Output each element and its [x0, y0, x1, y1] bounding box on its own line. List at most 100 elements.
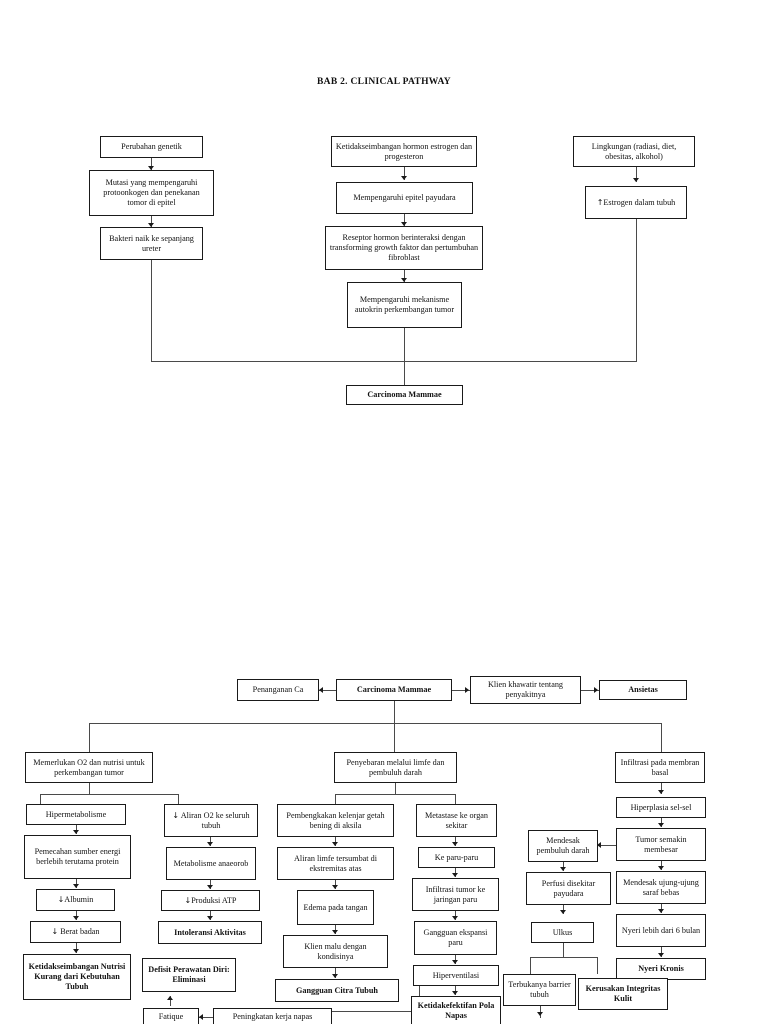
- down-arrow-icon: ↓: [51, 927, 59, 936]
- arrowhead-f5-f6: [452, 991, 458, 995]
- node-infiltrasi-tumor-paru: Infiltrasi tumor ke jaringan paru: [412, 878, 499, 911]
- arrowhead-c1-c2: [207, 842, 213, 846]
- arrowhead-e2-e3: [148, 223, 154, 227]
- branch-drop-b1: [89, 723, 90, 752]
- node-memerlukan-o2-nutrisi: Memerlukan O2 dan nutrisi untuk perkemba…: [25, 752, 153, 783]
- arrowhead-f2-f3: [452, 873, 458, 877]
- node-terbukanya-barrier-tubuh: Terbukanya barrier tubuh: [503, 974, 576, 1006]
- edge-e5-e6: [404, 214, 405, 226]
- edge-e8-e9: [636, 167, 637, 182]
- arrowhead-p2-p3: [594, 687, 598, 693]
- edge-p0-p1: [319, 690, 336, 691]
- node-perubahan-genetik: Perubahan genetik: [100, 136, 203, 158]
- node-hipermetabolisme: Hipermetabolisme: [26, 804, 126, 825]
- edge-p2-p3: [581, 690, 599, 691]
- node-infiltrasi-membran-basal: Infiltrasi pada membran basal: [615, 752, 705, 783]
- down-arrow-icon: ↓: [184, 895, 192, 905]
- arrowhead-d4-d5: [332, 974, 338, 978]
- node-berat-badan: ↓ Berat badan: [30, 921, 121, 943]
- node-hiperplasia-sel-sel: Hiperplasia sel-sel: [616, 797, 706, 818]
- node-fatique: Fatique: [143, 1008, 199, 1024]
- edge-g2-g3: [661, 861, 662, 870]
- branch-drop-c1: [178, 794, 179, 804]
- arrowhead-h4-down: [537, 1012, 543, 1016]
- arrowhead-a3-a4: [73, 916, 79, 920]
- edge-f5-f6: [455, 986, 456, 995]
- edge-h1-h2: [563, 862, 564, 871]
- arrowhead-a4-a5: [73, 949, 79, 953]
- node-ansietas: Ansietas: [599, 680, 687, 700]
- node-gangguan-ekspansi-paru: Gangguan ekspansi paru: [414, 921, 497, 955]
- edge-a2-a3: [76, 879, 77, 888]
- edge-g3-g4: [661, 904, 662, 913]
- node-perfusi-disekitar-payudara: Perfusi disekitar payudara: [526, 872, 611, 905]
- edge-g1-g2: [661, 818, 662, 827]
- edge-f3-f4: [455, 911, 456, 920]
- node-mutasi-protoonkogen: Mutasi yang mempengaruhi protoonkogen da…: [89, 170, 214, 216]
- node-metastase-organ-sekitar: Metastase ke organ sekitar: [416, 804, 497, 837]
- node-metabolisme-anaeorob: Metabolisme anaeorob: [166, 847, 256, 880]
- edge-e6-e7: [404, 270, 405, 282]
- arrowhead-h2-h3: [560, 910, 566, 914]
- node-klien-malu: Klien malu dengan kondisinya: [283, 935, 388, 968]
- edge-d3-d4: [335, 925, 336, 934]
- branch-bar-b2: [335, 794, 455, 795]
- edge-c7-c6: [199, 1017, 213, 1018]
- node-hiperventilasi: Hiperventilasi: [413, 965, 499, 986]
- node-mendesak-ujung-saraf: Mendesak ujung-ujung saraf bebas: [616, 871, 706, 904]
- edge-b3-g1: [661, 783, 662, 794]
- node-defisit-perawatan-diri: Defisit Perawatan Diri: Eliminasi: [142, 958, 236, 992]
- arrowhead-a1-a2: [73, 830, 79, 834]
- arrowhead-c2-c3: [207, 885, 213, 889]
- edge-c2-c3: [210, 880, 211, 889]
- edge-d2-d3: [335, 880, 336, 889]
- node-nyeri-kronis: Nyeri Kronis: [616, 958, 706, 980]
- arrowhead-d3-d4: [332, 930, 338, 934]
- arrowhead-c7-c6: [199, 1014, 203, 1020]
- arrowhead-c3-c4: [207, 916, 213, 920]
- node-pemecahan-sumber-energi: Pemecahan sumber energi berlebih terutam…: [24, 835, 131, 879]
- merge-line-right-down: [636, 219, 637, 361]
- node-peningkatan-kerja-napas: Peningkatan kerja napas: [213, 1008, 332, 1024]
- page-title: BAB 2. CLINICAL PATHWAY: [317, 77, 451, 87]
- node-produksi-atp: ↓Produksi ATP: [161, 890, 260, 911]
- branch-stem-main: [394, 701, 396, 752]
- arrowhead-g1-g2: [658, 823, 664, 827]
- arrowhead-a2-a3: [73, 884, 79, 888]
- arrowhead-d2-d3: [332, 885, 338, 889]
- node-gangguan-citra-tubuh: Gangguan Citra Tubuh: [275, 979, 399, 1002]
- branch-bar-h3: [530, 957, 597, 958]
- edge-g4-g5: [661, 947, 662, 957]
- node-carcinoma-mammae-bottom: Carcinoma Mammae: [336, 679, 452, 701]
- arrowhead-f1-f2: [452, 842, 458, 846]
- edge-f5-c7-v: [419, 968, 420, 1011]
- node-aliran-limfe-tersumbat: Aliran limfe tersumbat di ekstremitas at…: [277, 847, 394, 880]
- node-edema-pada-tangan: Edema pada tangan: [297, 890, 374, 925]
- edge-e1-e2: [151, 158, 152, 170]
- arrowhead-g2-g3: [658, 866, 664, 870]
- arrowhead-g4-g5: [658, 953, 664, 957]
- branch-bar-b1: [40, 794, 178, 795]
- merge-line-center-down: [404, 328, 405, 385]
- branch-bar-main: [89, 723, 661, 724]
- node-mekanisme-autokrin: Mempengaruhi mekanisme autokrin perkemba…: [347, 282, 462, 328]
- edge-c1-c2: [210, 837, 211, 846]
- node-ulkus: Ulkus: [531, 922, 594, 943]
- node-ketidakseimbangan-hormon: Ketidakseimbangan hormon estrogen dan pr…: [331, 136, 477, 167]
- down-arrow-icon: ↓: [57, 895, 65, 904]
- node-intoleransi-aktivitas: Intoleransi Aktivitas: [158, 921, 262, 944]
- node-mempengaruhi-epitel-payudara: Mempengaruhi epitel payudara: [336, 182, 473, 214]
- edge-c3-c4: [210, 911, 211, 920]
- edge-p0-p2: [452, 690, 470, 691]
- edge-e2-e3: [151, 216, 152, 227]
- node-carcinoma-mammae-top: Carcinoma Mammae: [346, 385, 463, 405]
- node-pembengkakan-kelenjar: Pembengkakan kelenjar getah bening di ak…: [277, 804, 394, 837]
- branch-drop-a1: [40, 794, 41, 804]
- node-bakteri-naik-ureter: Bakteri naik ke sepanjang ureter: [100, 227, 203, 260]
- node-penyebaran-limfe: Penyebaran melalui limfe dan pembuluh da…: [334, 752, 457, 783]
- edge-d4-d5: [335, 968, 336, 978]
- node-klien-khawatir: Klien khawatir tentang penyakitnya: [470, 676, 581, 704]
- node-ketidakseimbangan-nutrisi: Ketidakseimbangan Nutrisi Kurang dari Ke…: [23, 954, 131, 1000]
- arrowhead-p0-p2: [465, 687, 469, 693]
- node-aliran-o2: ↓ Aliran O2 ke seluruh tubuh: [164, 804, 258, 837]
